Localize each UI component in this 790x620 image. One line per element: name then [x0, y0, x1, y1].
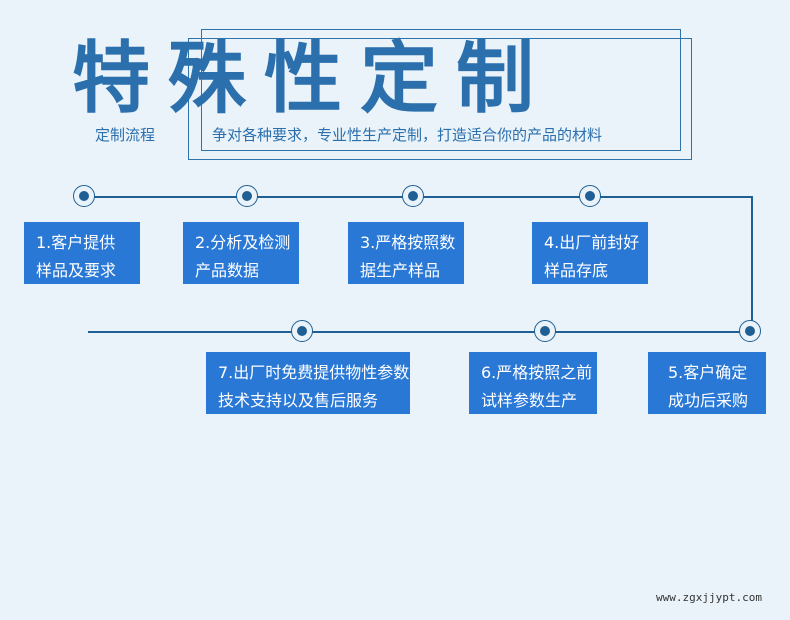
step-text: 4.出厂前封好 [544, 233, 640, 252]
watermark: www.zgxjjypt.com [656, 591, 762, 604]
timeline-row2 [88, 331, 752, 333]
step-6: 6.严格按照之前试样参数生产 [469, 352, 597, 414]
step-text: 2.分析及检测 [195, 233, 291, 252]
step-node-icon [534, 320, 556, 342]
step-text: 5.客户确定 [668, 363, 748, 382]
step-text: 技术支持以及售后服务 [218, 391, 379, 410]
step-text: 7.出厂时免费提供物性参数 [218, 363, 410, 382]
step-4: 4.出厂前封好样品存底 [532, 222, 648, 284]
step-7: 7.出厂时免费提供物性参数技术支持以及售后服务 [206, 352, 410, 414]
step-1: 1.客户提供样品及要求 [24, 222, 140, 284]
step-3: 3.严格按照数据生产样品 [348, 222, 464, 284]
step-text: 1.客户提供 [36, 233, 116, 252]
frame-outer [201, 29, 681, 151]
frame-inner [188, 38, 692, 160]
step-text: 6.严格按照之前 [481, 363, 593, 382]
page-title: 特殊性定制 [72, 34, 553, 124]
step-node-icon [73, 185, 95, 207]
step-2: 2.分析及检测产品数据 [183, 222, 299, 284]
step-text: 成功后采购 [668, 391, 749, 410]
slogan: 争对各种要求，专业性生产定制，打造适合你的产品的材料 [208, 124, 607, 145]
step-text: 试样参数生产 [481, 391, 578, 410]
step-text: 3.严格按照数 [360, 233, 456, 252]
step-node-icon [236, 185, 258, 207]
step-node-icon [739, 320, 761, 342]
step-text: 产品数据 [195, 261, 260, 280]
step-text: 据生产样品 [360, 261, 441, 280]
timeline-connector [751, 196, 753, 332]
step-5: 5.客户确定成功后采购 [648, 352, 766, 414]
section-label: 定制流程 [95, 124, 156, 145]
step-text: 样品及要求 [36, 261, 117, 280]
step-text: 样品存底 [544, 261, 609, 280]
step-node-icon [402, 185, 424, 207]
step-node-icon [291, 320, 313, 342]
step-node-icon [579, 185, 601, 207]
